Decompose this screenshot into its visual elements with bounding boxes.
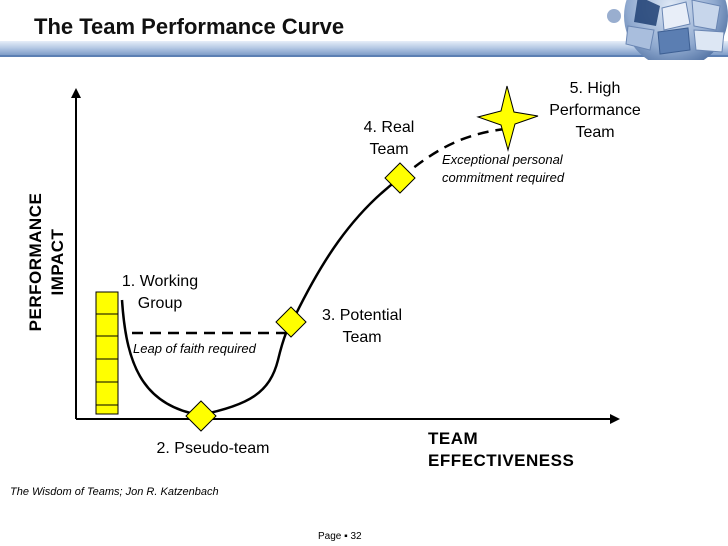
stage-label-real-team: 4. Real Team bbox=[363, 119, 415, 158]
puzzle-globe-icon bbox=[607, 0, 728, 60]
x-axis-arrowhead bbox=[610, 414, 620, 424]
page-number: Page ▪ 32 bbox=[318, 531, 362, 542]
stage-label-pseudo-team: 2. Pseudo-team bbox=[156, 440, 270, 457]
y-axis-arrowhead bbox=[71, 88, 81, 98]
potential-team-diamond-icon bbox=[275, 306, 307, 338]
x-axis-label: TEAM EFFECTIVENESS bbox=[428, 429, 575, 470]
slide-header: The Team Performance Curve bbox=[0, 0, 728, 60]
note-leap-of-faith: Leap of faith required bbox=[133, 341, 256, 356]
note-exceptional-commitment: Exceptional personal commitment required bbox=[442, 152, 565, 185]
header-divider bbox=[0, 55, 728, 57]
performance-curve bbox=[120, 176, 401, 417]
working-group-stack-icon bbox=[95, 291, 119, 415]
pseudo-team-diamond-icon bbox=[185, 400, 217, 432]
slide-title: The Team Performance Curve bbox=[34, 14, 345, 39]
real-team-diamond-icon bbox=[384, 162, 416, 194]
stage-label-high-performance-team: 5. High Performance Team bbox=[549, 80, 641, 141]
commitment-dashed-curve bbox=[399, 127, 506, 179]
high-performance-star-icon bbox=[476, 85, 539, 152]
header-gradient-bar bbox=[0, 41, 728, 55]
stage-label-potential-team: 3. Potential Team bbox=[321, 307, 403, 346]
stage-label-working-group: 1. Working Group bbox=[121, 273, 199, 312]
source-citation: The Wisdom of Teams; Jon R. Katzenbach bbox=[10, 486, 219, 498]
y-axis-label: PERFORMANCE IMPACT bbox=[26, 192, 67, 332]
